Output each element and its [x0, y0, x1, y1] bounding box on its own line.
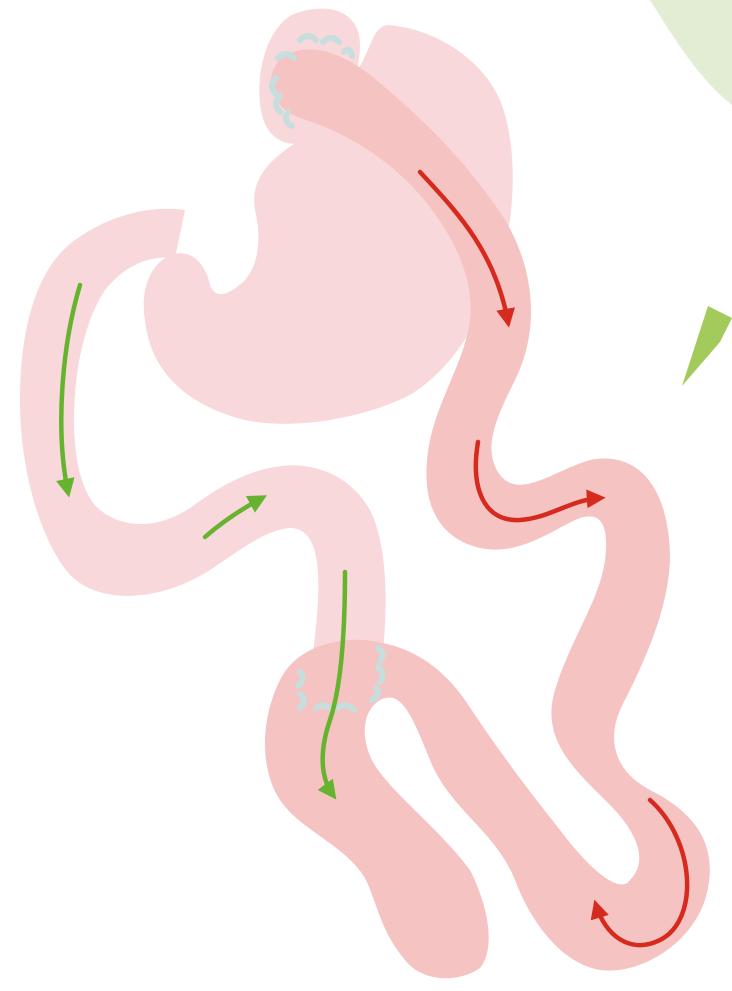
bypassed-stomach-and-limb: [20, 9, 513, 712]
corner-arrow-icon: [682, 306, 732, 386]
corner-decoration: [650, 0, 732, 386]
corner-leaf-shape: [650, 0, 732, 105]
